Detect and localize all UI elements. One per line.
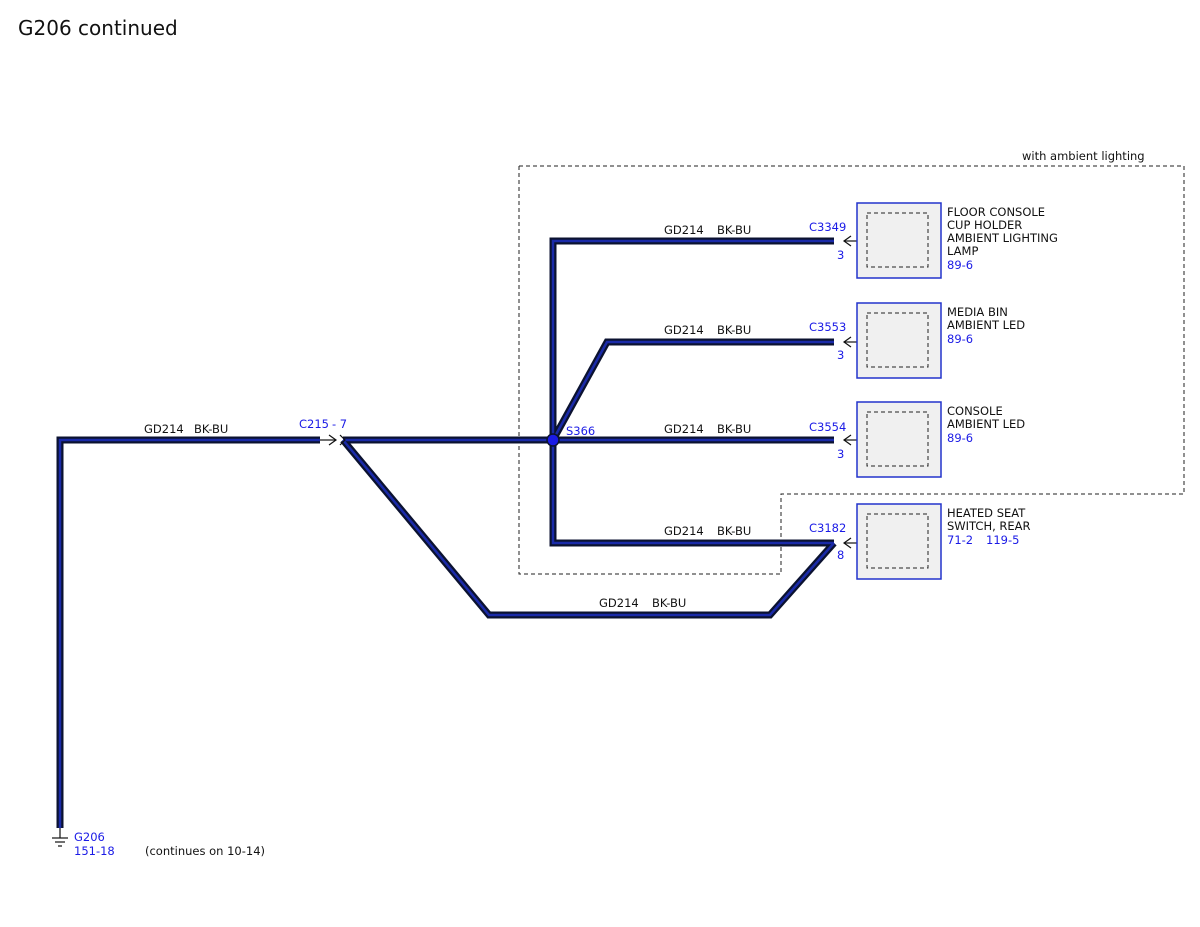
component-name-line: HEATED SEAT bbox=[947, 506, 1026, 520]
ambient-lighting-option-boundary bbox=[518, 165, 1185, 575]
wire-ground-to-c215 bbox=[56, 436, 320, 828]
ground-symbol-icon bbox=[52, 828, 68, 847]
component-ref-link[interactable]: 119-5 bbox=[986, 533, 1019, 547]
wire-circuit-label: GD214 bbox=[664, 323, 704, 337]
connector-link[interactable]: C3349 bbox=[809, 220, 846, 234]
pin-number: 3 bbox=[837, 447, 844, 461]
component-name-line: AMBIENT LED bbox=[947, 417, 1025, 431]
component-ref-link[interactable]: 89-6 bbox=[947, 258, 973, 272]
component-heated-seat-switch-rear: C3182 8 HEATED SEAT SWITCH, REAR 71-2 11… bbox=[809, 503, 1031, 580]
wire-circuit-label: GD214 bbox=[664, 223, 704, 237]
component-name-line: LAMP bbox=[947, 244, 978, 258]
component-name-line: MEDIA BIN bbox=[947, 305, 1008, 319]
continues-note: (continues on 10-14) bbox=[145, 844, 265, 858]
wire-circuit-label: GD214 bbox=[664, 422, 704, 436]
connector-link[interactable]: C3553 bbox=[809, 320, 846, 334]
splice-link[interactable]: S366 bbox=[566, 424, 595, 438]
component-name-line: AMBIENT LED bbox=[947, 318, 1025, 332]
component-floor-console-cup-holder-lamp: C3349 3 FLOOR CONSOLE CUP HOLDER AMBIENT… bbox=[809, 202, 1058, 279]
wire-color-label: BK-BU bbox=[717, 524, 751, 538]
page-title: G206 continued bbox=[18, 16, 178, 40]
ground-ref-link[interactable]: 151-18 bbox=[74, 844, 115, 858]
component-box bbox=[856, 401, 942, 478]
c215-connector-link[interactable]: C215 bbox=[299, 417, 329, 431]
pin-number: 3 bbox=[837, 348, 844, 362]
wire-circuit-label: GD214 bbox=[664, 524, 704, 538]
pin-number: 3 bbox=[837, 248, 844, 262]
component-ref-link[interactable]: 89-6 bbox=[947, 332, 973, 346]
component-ref-link[interactable]: 71-2 bbox=[947, 533, 973, 547]
inline-connector-c215 bbox=[320, 434, 346, 446]
wire-color-label: BK-BU bbox=[717, 323, 751, 337]
component-name-line: CUP HOLDER bbox=[947, 218, 1022, 232]
wire-color-label: BK-BU bbox=[194, 422, 228, 436]
component-box bbox=[856, 302, 942, 379]
wire-labels: GD214 BK-BU GD214 BK-BU GD214 BK-BU GD21… bbox=[144, 223, 751, 610]
connector-link[interactable]: C3554 bbox=[809, 420, 846, 434]
option-label: with ambient lighting bbox=[1022, 149, 1145, 163]
connector-female-arrow-icon bbox=[339, 434, 346, 446]
component-name-line: FLOOR CONSOLE bbox=[947, 205, 1045, 219]
connector-male-arrow-icon bbox=[328, 434, 338, 446]
c215-pin-label: - 7 bbox=[332, 417, 347, 431]
component-box bbox=[856, 503, 942, 580]
wire-circuit-label: GD214 bbox=[599, 596, 639, 610]
pin-number: 8 bbox=[837, 548, 844, 562]
wire-color-label: BK-BU bbox=[717, 223, 751, 237]
component-media-bin-ambient-led: C3553 3 MEDIA BIN AMBIENT LED 89-6 bbox=[809, 302, 1025, 379]
splice-dot-icon bbox=[546, 433, 560, 447]
wires bbox=[56, 237, 837, 828]
connector-link[interactable]: C3182 bbox=[809, 521, 846, 535]
component-ref-link[interactable]: 89-6 bbox=[947, 431, 973, 445]
component-name-line: SWITCH, REAR bbox=[947, 519, 1031, 533]
component-console-ambient-led: C3554 3 CONSOLE AMBIENT LED 89-6 bbox=[809, 401, 1025, 478]
wire-color-label: BK-BU bbox=[652, 596, 686, 610]
wire-color-label: BK-BU bbox=[717, 422, 751, 436]
component-name-line: CONSOLE bbox=[947, 404, 1003, 418]
component-name-line: AMBIENT LIGHTING bbox=[947, 231, 1058, 245]
ground-id-link[interactable]: G206 bbox=[74, 830, 105, 844]
wire-circuit-label: GD214 bbox=[144, 422, 184, 436]
component-box bbox=[856, 202, 942, 279]
